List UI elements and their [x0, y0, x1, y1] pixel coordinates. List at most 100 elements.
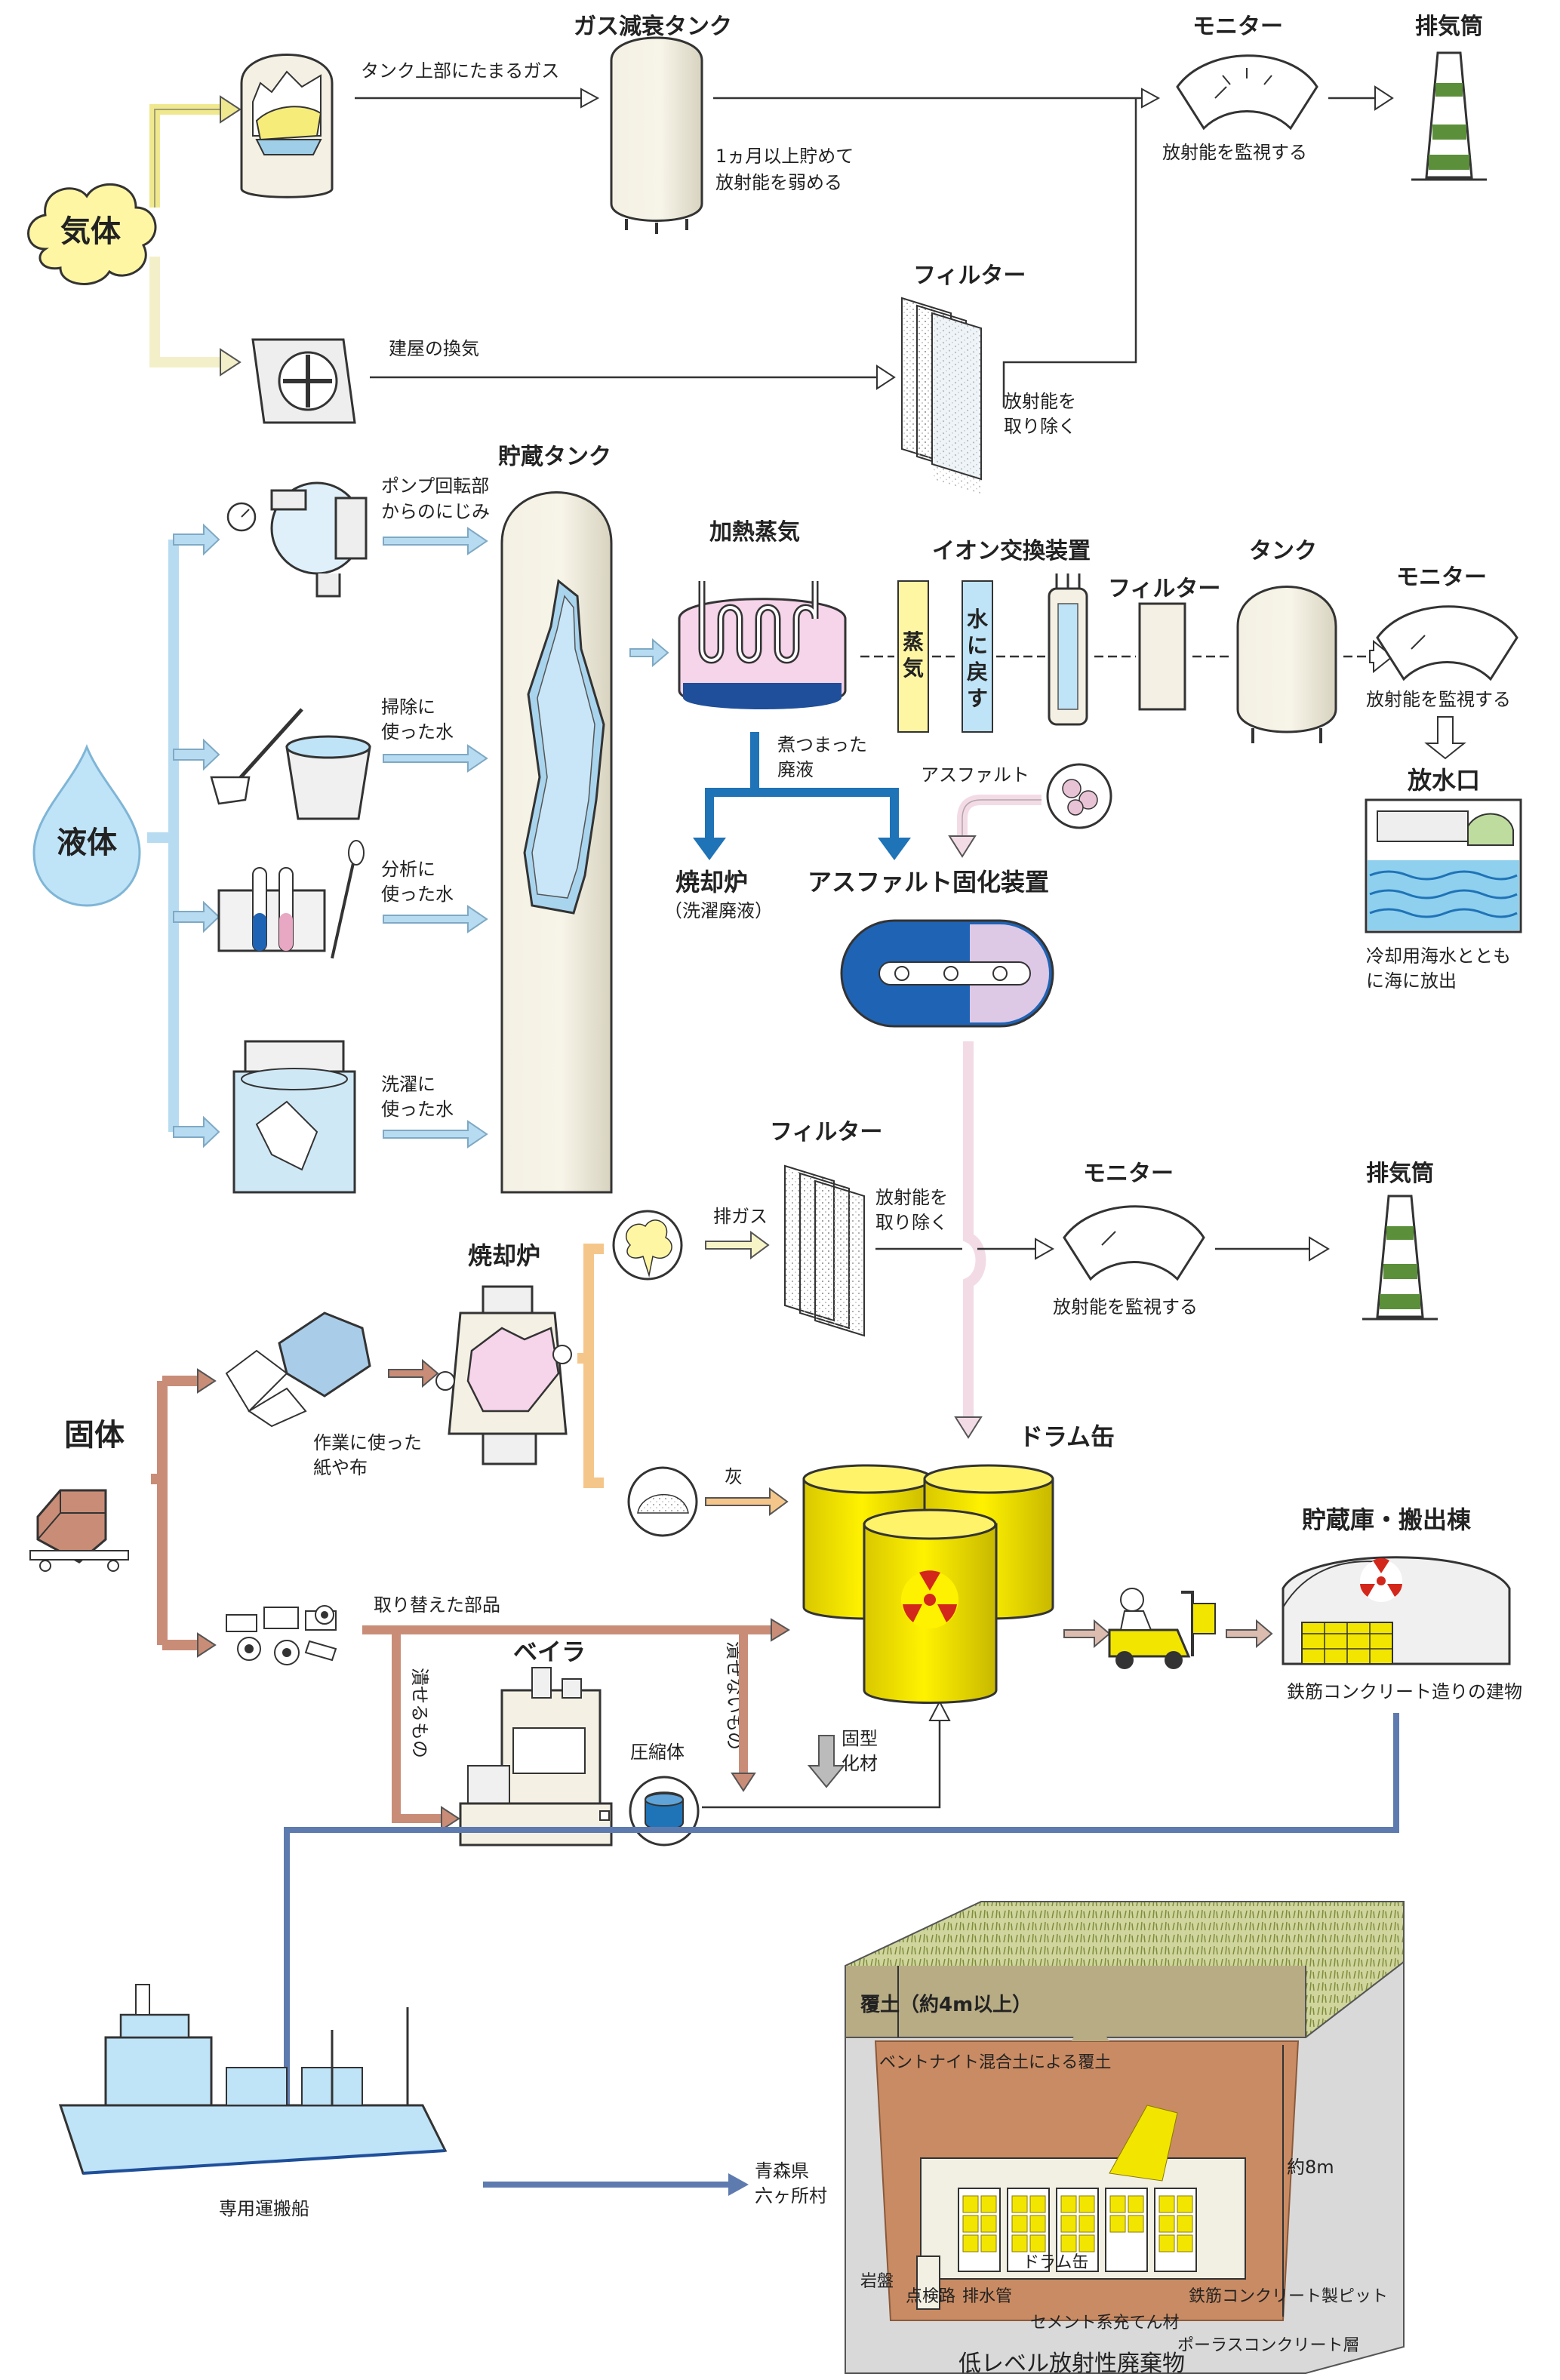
pit-label: 鉄筋コンクリート製ピット — [1189, 2287, 1388, 2306]
asphalt-label: アスファルト — [921, 764, 1029, 786]
solid-label: 固体 — [64, 1418, 125, 1453]
tank-gas-label: タンク上部にたまるガス — [361, 60, 559, 81]
gas-filter-icon — [901, 297, 982, 494]
evaporator-label: 加熱蒸気 — [709, 519, 800, 546]
disposal-site: 覆土（約4m以上） ベントナイト混合土による覆土 約8m 岩盤 点検路 排水管 … — [845, 1901, 1405, 2374]
laundry-label-2: 使った水 — [381, 1099, 454, 1120]
liquid-label: 液体 — [57, 826, 117, 860]
asphalt-icon — [1046, 763, 1112, 829]
solidifier-label-2: 化材 — [842, 1753, 878, 1774]
gas-label: 気体 — [60, 214, 121, 249]
liquid-section: 液体 ポンプ回転部 からのにじみ 掃除に 使っ — [32, 444, 1522, 1194]
test-tubes-icon — [217, 840, 365, 959]
storage-tank-icon — [500, 491, 613, 1194]
storehouse-label: 貯蔵庫・搬出棟 — [1302, 1505, 1472, 1534]
return-text-3: 戻 — [967, 660, 988, 684]
steam-bar — [897, 580, 929, 733]
bedrock-label: 岩盤 — [860, 2272, 894, 2291]
outlet-icon — [1365, 798, 1522, 933]
gas-cloud-icon — [27, 183, 157, 285]
gas-branch-arrow — [149, 104, 226, 208]
solid-filter-icon — [784, 1164, 865, 1337]
baler-label: ベイラ — [513, 1637, 586, 1666]
liquid-incinerator-note: （洗濯廃液） — [664, 900, 773, 921]
pump-label-1: ポンプ回転部 — [381, 475, 489, 497]
gas-filter-note-2: 取り除く — [1004, 416, 1076, 437]
solid-filter-label: フィルター — [770, 1119, 882, 1145]
forklift-icon — [1108, 1588, 1216, 1669]
bentonite-label: ベントナイト混合土による覆土 — [879, 2053, 1111, 2072]
parts-label: 取り替えた部品 — [374, 1594, 500, 1616]
decay-tank-label: ガス減衰タンク — [574, 14, 732, 40]
solid-stack-label: 排気筒 — [1366, 1161, 1434, 1187]
solid-incinerator-label: 焼却炉 — [468, 1241, 540, 1270]
decay-note-1: 1ヵ月以上貯めて — [715, 146, 854, 167]
paper-label-1: 作業に使った — [313, 1432, 422, 1453]
liquid-tank-icon — [1236, 586, 1337, 743]
drum-label: ドラム缶 — [1019, 1422, 1115, 1451]
return-water-bar — [962, 580, 993, 733]
solid-monitor-label: モニター — [1083, 1161, 1174, 1187]
ash-icon — [627, 1466, 698, 1537]
asphalt-unit-label: アスファルト固化装置 — [808, 868, 1049, 896]
solid-monitor-icon — [1063, 1205, 1205, 1281]
liquid-incinerator-label: 焼却炉 — [675, 868, 748, 896]
laundry-label-1: 洗濯に — [381, 1074, 435, 1095]
ventilation-label: 建屋の換気 — [389, 338, 479, 359]
outlet-note-2: に海に放出 — [1366, 970, 1457, 992]
ship-label: 専用運搬船 — [219, 2198, 309, 2219]
destination-2: 六ヶ所村 — [755, 2185, 827, 2206]
outlet-label: 放水口 — [1408, 766, 1480, 795]
gas-stack-label: 排気筒 — [1415, 14, 1483, 40]
gas-monitor-note: 放射能を監視する — [1162, 142, 1307, 163]
steam-text-1: 蒸 — [903, 629, 924, 654]
cardboard-box-icon — [29, 1489, 129, 1572]
liquid-monitor-icon — [1376, 605, 1518, 681]
solid-filter-note-2: 取り除く — [875, 1212, 948, 1233]
cover-soil-label: 覆土（約4m以上） — [860, 1993, 1032, 2016]
paper-cloth-icon — [225, 1311, 371, 1428]
pump-label-2: からのにじみ — [381, 501, 490, 522]
gas-section: 気体 タンク上部にたまるガス ガス減衰タンク 1ヵ月以上貯めて 放射能を弱める — [27, 14, 1487, 494]
solid-section: フィルター 排ガス 放射能を 取り除く モニター 放射能を監視する 排気筒 — [29, 1041, 1522, 1846]
mop-bucket-icon — [210, 708, 371, 820]
cement-label: セメント系充てん材 — [1030, 2314, 1180, 2332]
gas-filter-note-1: 放射能を — [1004, 391, 1076, 412]
liquid-tank-label: タンク — [1249, 538, 1317, 564]
solid-filter-note-1: 放射能を — [875, 1187, 948, 1208]
disposal-drum-label: ドラム缶 — [1023, 2253, 1088, 2272]
ion-exchange-icon — [1048, 573, 1088, 726]
storage-tank-label: 貯蔵タンク — [498, 444, 611, 470]
liquid-filter-icon — [1138, 602, 1186, 711]
ventilation-fan-icon — [251, 338, 356, 424]
gas-monitor-label: モニター — [1192, 14, 1283, 40]
destination-1: 青森県 — [755, 2160, 809, 2182]
solidifier-label-1: 固型 — [842, 1728, 878, 1749]
storehouse-icon — [1282, 1556, 1511, 1665]
crushable-label: 潰せるもの — [409, 1668, 430, 1758]
baler-icon — [459, 1667, 613, 1846]
solid-incinerator-icon — [435, 1285, 572, 1465]
return-text-2: に — [967, 633, 988, 658]
analysis-label-2: 使った水 — [381, 884, 454, 905]
clean-label-1: 掃除に — [381, 696, 435, 718]
exhaust-label: 排ガス — [713, 1206, 768, 1227]
decay-tank-icon — [610, 36, 703, 234]
gas-stack-icon — [1411, 51, 1487, 181]
liquid-filter-label: フィルター — [1108, 576, 1220, 602]
return-text-1: 水 — [967, 607, 989, 632]
washing-machine-icon — [232, 1040, 356, 1194]
boiled-label-1: 煮つまった — [777, 734, 867, 755]
decay-note-2: 放射能を弱める — [715, 172, 842, 193]
evaporator-icon — [678, 581, 847, 709]
reactor-tank-icon — [240, 54, 334, 198]
clean-label-2: 使った水 — [381, 721, 454, 743]
transport-section: 専用運搬船 青森県 六ヶ所村 — [58, 1713, 1399, 2219]
ion-exchange-label: イオン交換装置 — [932, 538, 1091, 564]
gas-monitor-icon — [1176, 54, 1318, 131]
drain-label: 排水管 — [962, 2287, 1012, 2306]
compressed-block-icon — [629, 1776, 700, 1846]
paper-label-2: 紙や布 — [313, 1457, 368, 1478]
storehouse-note: 鉄筋コンクリート造りの建物 — [1287, 1681, 1522, 1702]
boiled-label-2: 廃液 — [777, 759, 814, 780]
